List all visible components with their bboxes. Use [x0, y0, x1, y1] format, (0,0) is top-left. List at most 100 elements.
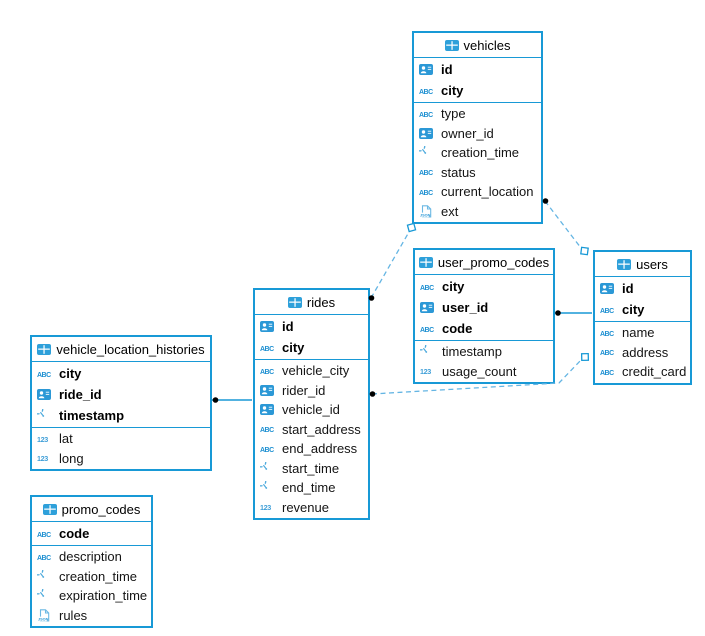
- column-row[interactable]: JSON ext: [414, 202, 541, 222]
- relationship-user_promo_codes-to-users[interactable]: [555, 310, 592, 316]
- json-type-icon: JSON: [419, 205, 432, 218]
- column-row[interactable]: start_time: [255, 459, 368, 479]
- uuid-type-icon: [420, 302, 434, 313]
- relationship-rides-to-vehicles[interactable]: [368, 222, 417, 301]
- svg-text:ABC: ABC: [419, 190, 433, 197]
- table-header[interactable]: promo_codes: [32, 497, 151, 522]
- column-name: code: [59, 526, 90, 541]
- foreign-key-end-dot-marker: [555, 310, 561, 316]
- column-row[interactable]: vehicle_id: [255, 400, 368, 420]
- uuid-type-icon: [260, 384, 274, 396]
- column-name: city: [442, 279, 465, 294]
- column-name: description: [59, 549, 122, 565]
- column-row[interactable]: rider_id: [255, 381, 368, 401]
- string-type-icon-wrap: ABC: [420, 324, 438, 334]
- string-type-icon-wrap: ABC: [37, 369, 55, 379]
- uuid-type-icon-wrap: [260, 384, 278, 396]
- table-header[interactable]: rides: [255, 290, 368, 315]
- relationship-vehicles-to-users[interactable]: [542, 198, 589, 256]
- table-header[interactable]: users: [595, 252, 690, 277]
- column-row[interactable]: creation_time: [414, 143, 541, 163]
- column-row[interactable]: ABC type: [414, 104, 541, 124]
- relationship-line[interactable]: [370, 231, 410, 299]
- timestamp-type-icon: [37, 569, 45, 578]
- table-header[interactable]: vehicle_location_histories: [32, 337, 210, 362]
- table-header[interactable]: user_promo_codes: [415, 250, 553, 275]
- relationship-vehicle_location_histories-to-rides[interactable]: [212, 397, 252, 403]
- column-name: type: [441, 106, 466, 122]
- column-row[interactable]: end_time: [255, 478, 368, 498]
- column-name: vehicle_id: [282, 402, 340, 418]
- string-type-icon-wrap: ABC: [419, 86, 437, 96]
- string-type-icon-wrap: ABC: [260, 366, 278, 376]
- column-row[interactable]: creation_time: [32, 567, 151, 587]
- uuid-type-icon-wrap: [37, 389, 55, 400]
- column-name: ext: [441, 203, 459, 219]
- table-icon: [617, 258, 632, 270]
- number-type-icon-wrap: 123: [420, 366, 438, 376]
- table-icon: [37, 343, 52, 355]
- column-row[interactable]: owner_id: [414, 124, 541, 144]
- key-column-row[interactable]: id: [595, 278, 690, 299]
- column-name: vehicle_city: [282, 363, 350, 379]
- string-type-icon: ABC: [37, 372, 52, 379]
- column-row[interactable]: timestamp: [415, 342, 553, 362]
- key-column-row[interactable]: ride_id: [32, 384, 210, 405]
- key-column-row[interactable]: id: [414, 59, 541, 80]
- key-column-row[interactable]: timestamp: [32, 405, 210, 426]
- table-icon: [418, 256, 433, 268]
- column-name: user_id: [442, 300, 489, 315]
- key-column-row[interactable]: user_id: [415, 297, 553, 318]
- table-name: rides: [306, 294, 336, 310]
- table-icon: [287, 296, 302, 308]
- timestamp-type-icon-wrap: [419, 146, 437, 159]
- table-header[interactable]: vehicles: [414, 33, 541, 58]
- column-name: creation_time: [59, 568, 138, 584]
- key-column-row[interactable]: id: [255, 316, 368, 337]
- string-type-icon: ABC: [260, 427, 275, 434]
- table-icon: [444, 39, 459, 51]
- column-name: creation_time: [441, 145, 520, 161]
- column-row[interactable]: expiration_time: [32, 586, 151, 606]
- table-icon: [617, 258, 632, 270]
- column-row[interactable]: ABC vehicle_city: [255, 361, 368, 381]
- svg-text:ABC: ABC: [419, 112, 433, 119]
- column-name: rules: [59, 607, 88, 623]
- string-type-icon-wrap: ABC: [600, 347, 618, 357]
- timestamp-type-icon: [419, 146, 427, 155]
- uuid-type-icon: [600, 283, 614, 294]
- number-type-icon-wrap: 123: [260, 502, 278, 512]
- relationship-line[interactable]: [544, 200, 582, 249]
